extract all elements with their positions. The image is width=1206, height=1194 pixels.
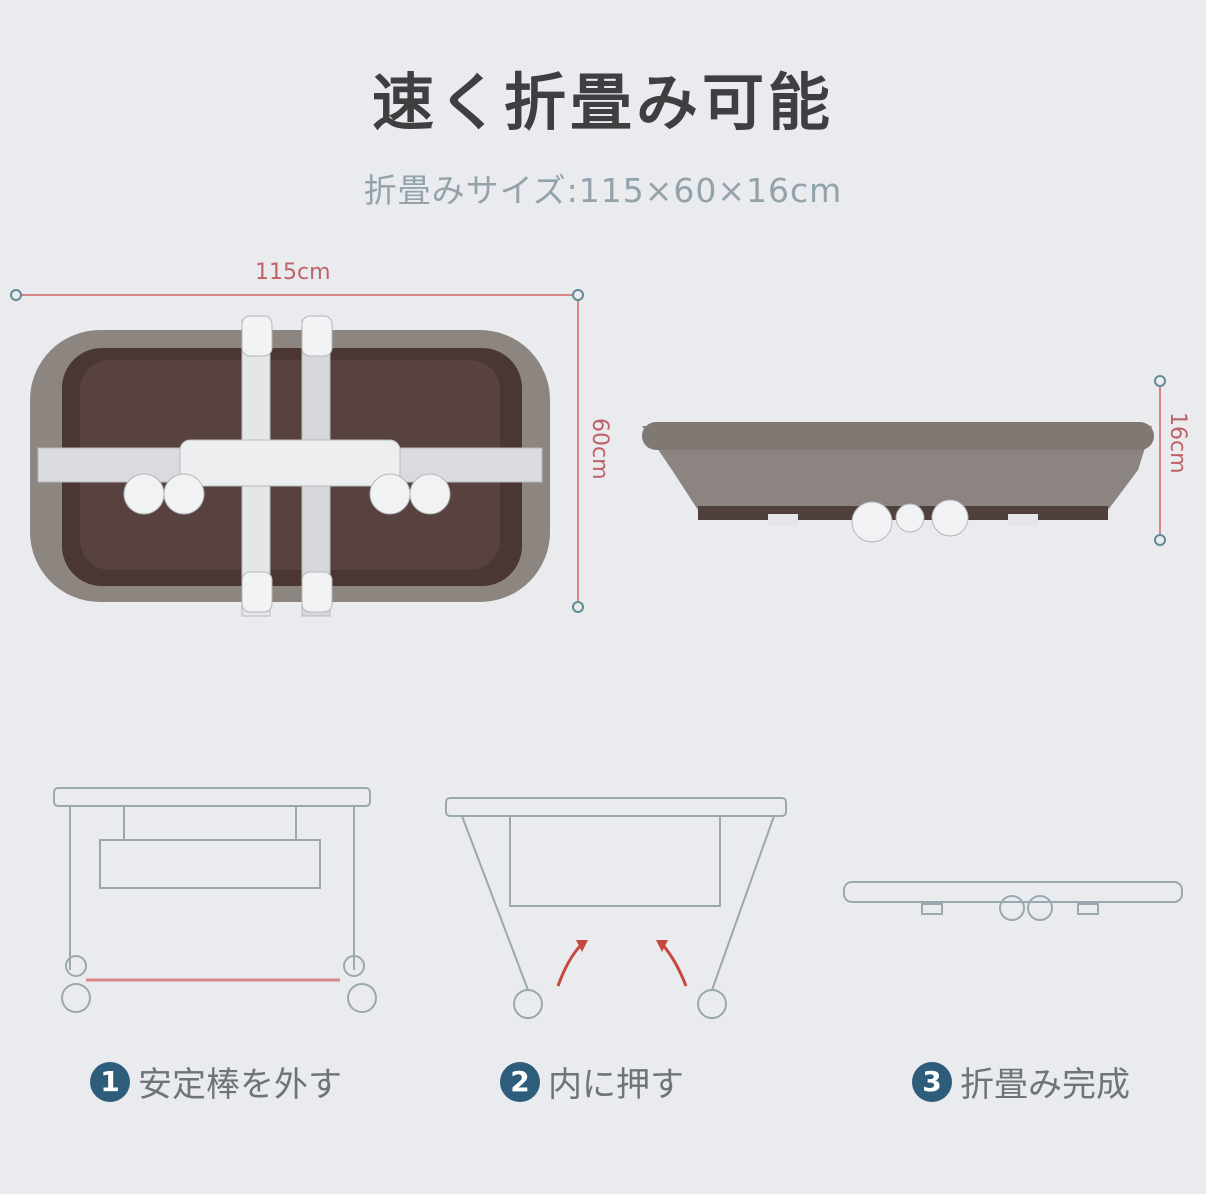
dimension-lines — [10, 289, 1166, 613]
step2-caption: 2 内に押す — [500, 1057, 684, 1106]
step1-number-badge: 1 — [90, 1061, 130, 1102]
step3-label: 折畳み完成 — [960, 1065, 1130, 1105]
folded-side-view-image — [642, 422, 1154, 543]
depth-dimension-label: 60cm — [587, 418, 612, 480]
step1-label: 安定棒を外す — [138, 1065, 342, 1105]
step1-diagram — [53, 787, 377, 1013]
folded-top-view-image — [30, 315, 550, 617]
step1-caption: 1 安定棒を外す — [90, 1057, 342, 1106]
step2-number-badge: 2 — [500, 1061, 540, 1102]
folded-size-text: 折畳みサイズ:115×60×16cm — [363, 171, 843, 210]
thickness-dimension-label: 16cm — [1165, 412, 1190, 474]
width-dimension-label: 115cm — [255, 260, 331, 285]
step3-diagram — [843, 881, 1183, 921]
step3-caption: 3 折畳み完成 — [912, 1057, 1130, 1106]
step3-number-badge: 3 — [912, 1061, 952, 1102]
page-title: 速く折畳み可能 — [371, 66, 834, 139]
step2-diagram — [445, 797, 787, 1019]
step2-label: 内に押す — [548, 1065, 684, 1105]
